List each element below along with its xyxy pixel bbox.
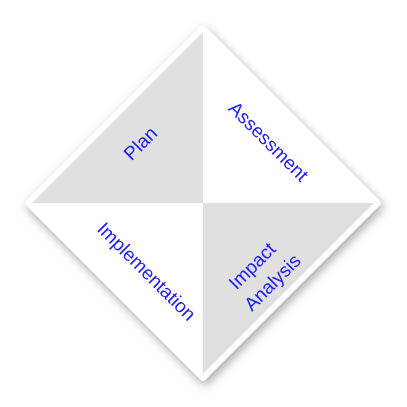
quadrant-impact-analysis[interactable] [203,203,374,374]
quadrant-implementation[interactable] [32,203,203,374]
quadrant-plan[interactable] [32,32,203,203]
quadrant-assessment[interactable] [203,32,374,203]
